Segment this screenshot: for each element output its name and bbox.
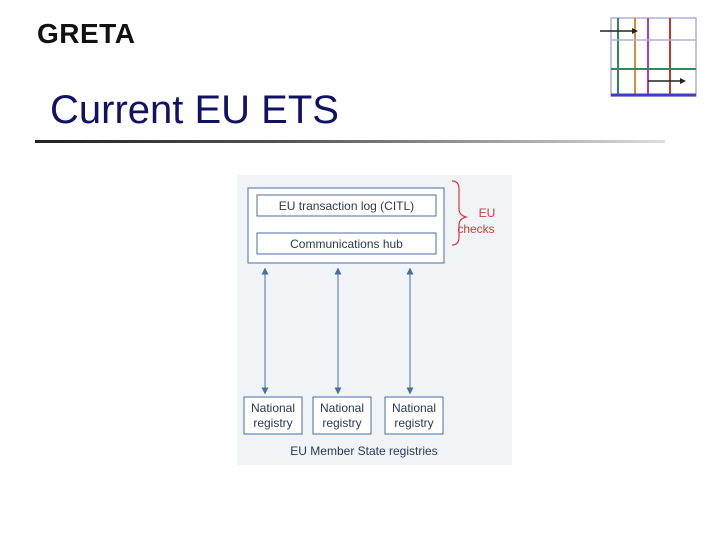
communications-hub-label: Communications hub: [290, 237, 403, 251]
national-registry-3-line2: registry: [394, 416, 433, 430]
eu-checks-label-1: EU: [479, 206, 496, 220]
ets-registry-diagram: EU transaction log (CITL) Communications…: [243, 180, 496, 458]
citl-label: EU transaction log (CITL): [279, 199, 414, 213]
grid-arrows-icon: [600, 17, 697, 97]
communications-hub-box: [256, 232, 437, 255]
eu-checks-brace: [451, 180, 469, 246]
brand-label: GRETA: [37, 18, 136, 49]
national-registry-box-2: [312, 396, 372, 435]
national-registry-1-line1: National: [251, 401, 295, 415]
citl-box: [256, 194, 437, 217]
national-registry-1-line2: registry: [253, 416, 292, 430]
national-registry-2-line2: registry: [322, 416, 361, 430]
national-registry-2-line1: National: [320, 401, 364, 415]
national-registry-box-3: [384, 396, 444, 435]
member-state-registries-caption: EU Member State registries: [290, 444, 437, 458]
slide-title: Current EU ETS: [50, 88, 339, 132]
title-divider: [35, 140, 665, 143]
eu-checks-label-2: checks: [457, 222, 494, 236]
national-registry-3-line1: National: [392, 401, 436, 415]
national-registry-box-1: [243, 396, 303, 435]
